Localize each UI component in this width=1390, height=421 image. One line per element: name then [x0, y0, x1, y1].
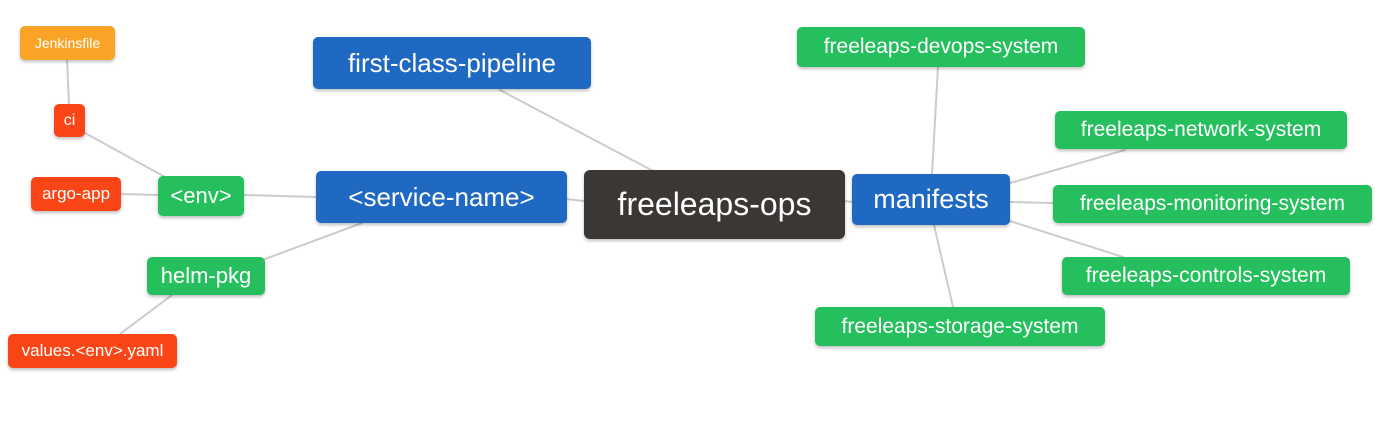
node-ci[interactable]: ci — [54, 104, 85, 137]
edge-argo-app-env — [120, 193, 159, 196]
node-jenkinsfile[interactable]: Jenkinsfile — [20, 26, 115, 60]
edge-ci-env — [84, 132, 166, 178]
node-freeleaps-storage-system[interactable]: freeleaps-storage-system — [815, 307, 1105, 346]
node-values-env-yaml[interactable]: values.<env>.yaml — [8, 334, 177, 368]
edge-manifests-controls-system — [1009, 220, 1124, 258]
node-first-class-pipeline[interactable]: first-class-pipeline — [313, 37, 591, 89]
node-freeleaps-devops-system[interactable]: freeleaps-devops-system — [797, 27, 1085, 67]
edge-helm-pkg-values-env-yaml — [119, 294, 173, 335]
edge-jenkinsfile-ci — [66, 59, 70, 105]
edge-manifests-network-system — [1009, 149, 1126, 184]
node-helm-pkg[interactable]: helm-pkg — [147, 257, 265, 295]
node-manifests[interactable]: manifests — [852, 174, 1010, 225]
edge-env-service-name — [243, 194, 317, 198]
node-service-name[interactable]: <service-name> — [316, 171, 567, 223]
edge-service-name-helm-pkg — [264, 222, 363, 260]
edge-manifests-monitoring-system — [1009, 201, 1054, 204]
node-freeleaps-controls-system[interactable]: freeleaps-controls-system — [1062, 257, 1350, 295]
edge-freeleaps-ops-manifests — [844, 200, 853, 203]
edge-first-class-pipeline-freeleaps-ops — [499, 89, 656, 173]
edge-service-name-freeleaps-ops — [565, 198, 585, 202]
edge-manifests-storage-system — [933, 224, 954, 308]
edge-manifests-devops-system — [931, 66, 939, 175]
node-freeleaps-ops[interactable]: freeleaps-ops — [584, 170, 845, 239]
node-freeleaps-network-system[interactable]: freeleaps-network-system — [1055, 111, 1347, 149]
node-env[interactable]: <env> — [158, 176, 244, 216]
node-argo-app[interactable]: argo-app — [31, 177, 121, 211]
node-freeleaps-monitoring-system[interactable]: freeleaps-monitoring-system — [1053, 185, 1372, 223]
